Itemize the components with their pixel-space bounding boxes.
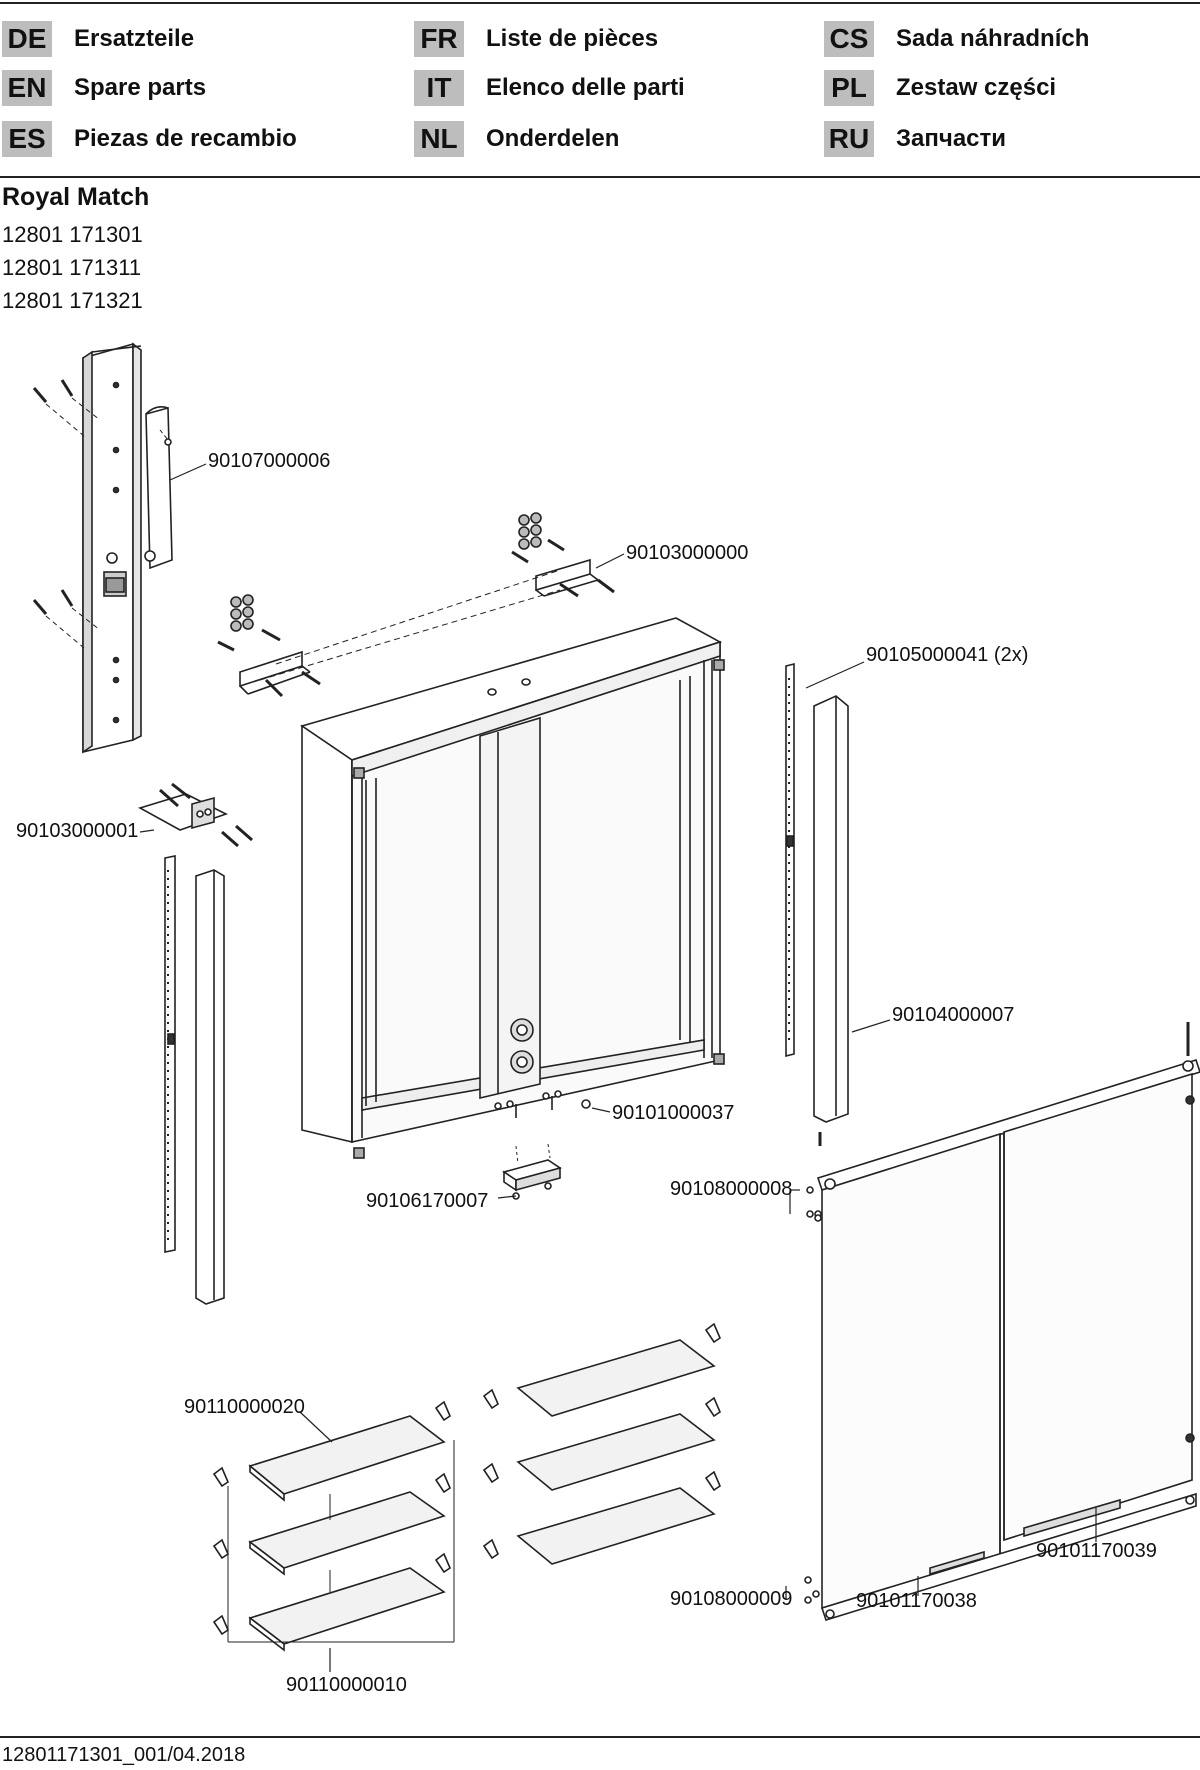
lang-label: Spare parts [74, 74, 207, 101]
part-label: 90101170038 [856, 1590, 977, 1612]
lang-row-en: EN Spare parts [2, 68, 206, 108]
lang-code-badge: NL [414, 121, 464, 157]
part-label: 90103000000 [626, 542, 749, 564]
document-code: 12801171301_001/04.2018 [2, 1744, 246, 1766]
top-rule [0, 2, 1200, 4]
lang-code-badge: RU [824, 121, 874, 157]
part-label: 90110000010 [286, 1674, 407, 1696]
door-assembly [804, 1022, 1200, 1621]
lang-row-fr: FR Liste de pièces [414, 19, 658, 59]
lang-row-nl: NL Onderdelen [414, 119, 619, 159]
washer-stack-right [518, 512, 542, 550]
shelf-support-brackets [227, 1440, 455, 1643]
profile-light-unit [144, 406, 173, 570]
article-number-1: 12801 171301 [2, 222, 143, 247]
left-hole-strip [164, 855, 176, 1253]
lang-row-cs: CS Sada náhradních [824, 19, 1089, 59]
left-side-profile [195, 869, 225, 1305]
lang-label: Liste de pièces [486, 25, 659, 52]
product-title: Royal Match [2, 183, 150, 211]
lang-label: Piezas de recambio [74, 125, 297, 152]
lang-label: Ersatzteile [74, 25, 195, 52]
lang-row-it: IT Elenco delle parti [414, 68, 685, 108]
part-label: 90106170007 [366, 1190, 489, 1212]
bracket-screws [217, 538, 615, 698]
corner-bracket [137, 782, 253, 848]
part-label: 90110000020 [184, 1396, 305, 1418]
part-label: 90107000006 [208, 450, 331, 472]
shelf-group-right [516, 1339, 716, 1565]
lang-code-badge: EN [2, 70, 52, 106]
lang-label: Zestaw części [896, 74, 1057, 101]
article-number-3: 12801 171321 [2, 288, 143, 313]
washer-stack-left [230, 594, 254, 632]
back-panel-strip [82, 342, 142, 754]
footer-divider [0, 1736, 1200, 1738]
lang-row-pl: PL Zestaw części [824, 68, 1056, 108]
lang-label: Onderdelen [486, 125, 620, 152]
lang-code-badge: IT [414, 70, 464, 106]
leader-lines [139, 463, 1097, 1672]
shelf-group-left [248, 1415, 446, 1652]
part-label: 90105000041 (2x) [866, 644, 1029, 666]
lang-label: Запчасти [896, 125, 1007, 152]
header-divider [0, 176, 1200, 178]
lang-code-badge: DE [2, 21, 52, 57]
shelf-supports [212, 1322, 721, 1636]
lang-code-badge: PL [824, 70, 874, 106]
part-label: 90103000001 [16, 820, 139, 842]
part-label: 90108000009 [670, 1588, 793, 1610]
lang-label: Elenco delle parti [486, 74, 685, 101]
right-hole-strip [785, 662, 795, 1058]
bottom-fitting [502, 1143, 562, 1200]
lang-code-badge: CS [824, 21, 874, 57]
lang-code-badge: ES [2, 121, 52, 157]
part-label: 90108000008 [670, 1178, 793, 1200]
article-number-2: 12801 171311 [2, 255, 142, 280]
right-side-profile [813, 695, 849, 1123]
screws-upper-left [32, 379, 101, 649]
lang-code-badge: FR [414, 21, 464, 57]
lang-label: Sada náhradních [896, 25, 1090, 52]
lang-row-ru: RU Запчасти [824, 119, 1006, 159]
part-label: 90104000007 [892, 1004, 1015, 1026]
part-label: 90101000037 [612, 1102, 735, 1124]
part-label: 90101170039 [1036, 1540, 1157, 1562]
lang-row-de: DE Ersatzteile [2, 19, 194, 59]
wall-bracket-right [535, 558, 599, 597]
lang-row-es: ES Piezas de recambio [2, 119, 297, 159]
cabinet-body [300, 617, 725, 1159]
